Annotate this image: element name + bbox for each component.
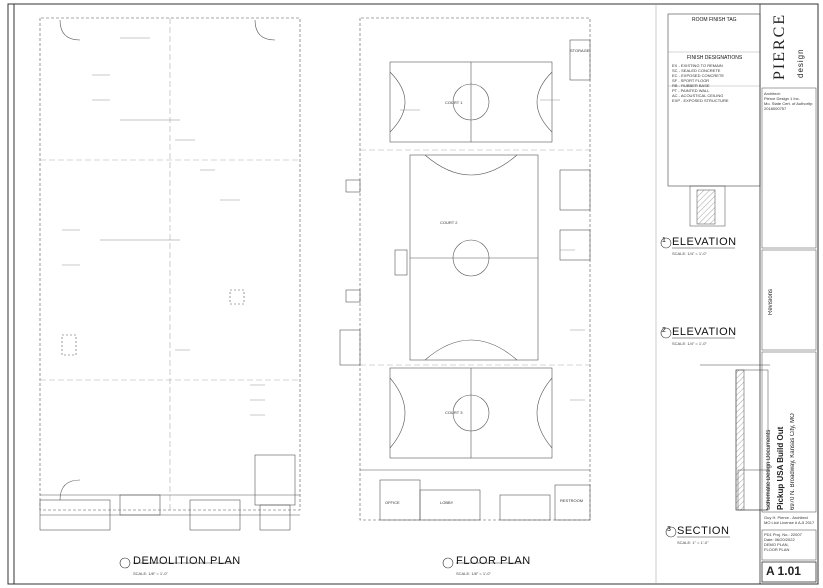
seal-license: MO Lic# License # A-5 2017 [764, 520, 815, 525]
court-3-label: COURT 3 [445, 410, 463, 415]
project-name: Pickup USA Build Out [776, 426, 785, 510]
sheet-title-2: FLOOR PLAN [764, 547, 790, 552]
architect-name: Pierce Design 1 Inc. [764, 96, 800, 101]
firm-logo: PIERCE [771, 12, 788, 80]
finish-item: SF - SPORT FLOOR [672, 78, 710, 83]
elevation-2-title: ELEVATION [672, 326, 737, 338]
elevation-1-number: 1 [662, 237, 666, 244]
seal-name: Guy H. Pierce - Architect [764, 515, 808, 520]
elevation-2-scale: SCALE: 1/4" = 1'-0" [672, 341, 707, 346]
floor-plan-title: FLOOR PLAN [456, 555, 531, 567]
finish-item: EC - EXPOSED CONCRETE [672, 73, 725, 78]
finish-item: EX - EXISTING TO REMAIN [672, 63, 723, 68]
seal-info: Guy H. Pierce - Architect MO Lic# Licens… [764, 515, 816, 525]
architect-info: Architect: Pierce Design 1 Inc. Mo. Stat… [764, 91, 816, 111]
finish-item: EXP - EXPOSED STRUCTURE [672, 98, 729, 103]
court-2-label: COURT 2 [440, 220, 458, 225]
architect-license: Mo. State Cert. of Authority: 2018000757 [764, 101, 814, 111]
room-finish-tag-heading: ROOM FINISH TAG [692, 17, 737, 23]
sheet-title-1: DEMO PLAN, [764, 542, 789, 547]
sheet-number: A 1.01 [766, 564, 801, 578]
demolition-plan-drawing [39, 17, 301, 531]
demolition-plan-title: DEMOLITION PLAN [133, 555, 241, 567]
elevation-1-scale: SCALE: 1/4" = 1'-0" [672, 251, 707, 256]
court-1-label: COURT 1 [445, 100, 463, 105]
revisions-label: Revisions [768, 288, 774, 315]
finish-item: SC - SEALED CONCRETE [672, 68, 721, 73]
finish-item: AC - ACOUSTICAL CEILING [672, 93, 724, 98]
floor-plan-drawing [339, 17, 591, 521]
date-label: Date: [764, 537, 774, 542]
elevation-2-number: 2 [662, 327, 666, 334]
demolition-plan-scale: SCALE: 1/8" = 1'-0" [133, 571, 168, 576]
project-number: 22007 [790, 532, 802, 537]
project-number-label: PD1 Proj. No.: [764, 532, 790, 537]
section-3-scale: SCALE: 1" = 1'-0" [677, 540, 709, 545]
restroom-label: RESTROOM [560, 498, 584, 503]
project-address: 6970 N. Broadway, Kansas City, MO [790, 413, 796, 510]
floor-plan-scale: SCALE: 1/8" = 1'-0" [456, 571, 491, 576]
date-value: 06/20/2022 [774, 537, 795, 542]
office-label: OFFICE [385, 500, 400, 505]
elevation-1-title: ELEVATION [672, 236, 737, 248]
storage-label: STORAGE [570, 48, 590, 53]
architect-label: Architect: [764, 91, 781, 96]
document-type: Schematic Design Documents [766, 429, 772, 510]
finish-designations-list: EX - EXISTING TO REMAIN SC - SEALED CONC… [672, 63, 758, 103]
finish-designations-heading: FINISH DESIGNATIONS [687, 55, 743, 61]
project-info: PD1 Proj. No.: 22007 Date: 06/20/2022 DE… [764, 532, 816, 552]
finish-item: PT - PAINTED WALL [672, 88, 710, 93]
section-3-title: SECTION [677, 525, 730, 537]
lobby-label: LOBBY [440, 500, 454, 505]
section-3-number: 3 [667, 526, 671, 533]
finish-item: RB - RUBBER BASE [672, 83, 710, 88]
firm-logo-sub: design [796, 48, 805, 78]
